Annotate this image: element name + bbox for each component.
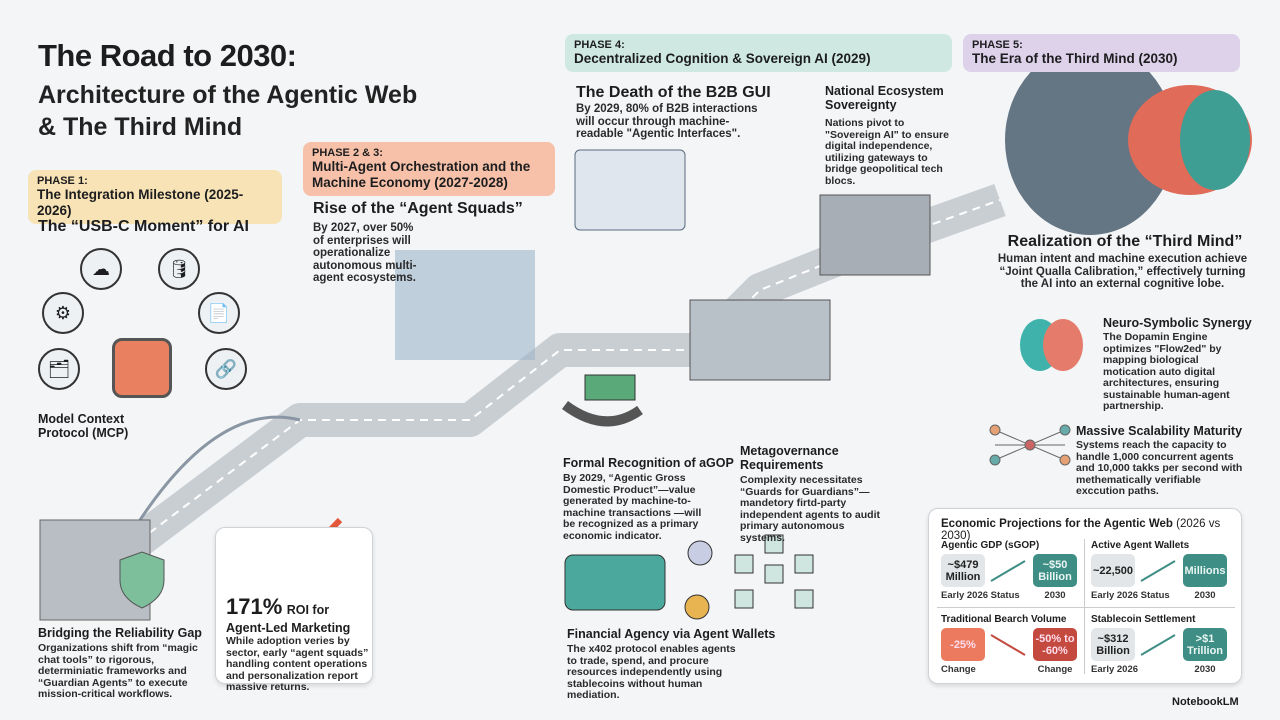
metric-to: ~$50 Billion: [1033, 554, 1077, 587]
metric-from: -25%: [941, 628, 985, 661]
phase1-tag: PHASE 1: The Integration Milestone (2025…: [28, 170, 282, 224]
metric-to: -50% to -60%: [1033, 628, 1077, 661]
metric-to-caption: 2030: [1194, 664, 1216, 675]
ethereum-icon: [687, 540, 713, 566]
wallet-icon: [564, 554, 666, 611]
sovereignty-body: Nations pivot to "Sovereign AI" to ensur…: [825, 117, 949, 187]
brain-right-icon: [1043, 319, 1083, 371]
metric-1: Active Agent Wallets ~22,500 Millions Ea…: [1091, 539, 1233, 603]
phase1-label: PHASE 1:: [37, 175, 88, 187]
third-mind-body: Human intent and machine execution achie…: [997, 253, 1248, 290]
metric-from: ~$312 Billion: [1091, 628, 1135, 661]
browser-window-icon: [574, 149, 686, 231]
metric-name: Stablecoin Settlement: [1091, 614, 1196, 625]
blockchain-icon: [734, 534, 814, 609]
mcp-chip-icon: [112, 338, 172, 398]
notebooklm-logo: NotebookLM: [1172, 696, 1239, 708]
metric-from: ~$479 Million: [941, 554, 985, 587]
wallets-heading: Financial Agency via Agent Wallets: [567, 627, 776, 641]
metric-name: Agentic GDP (sGOP): [941, 540, 1040, 551]
metric-0: Agentic GDP (sGOP) ~$479 Million ~$50 Bi…: [941, 539, 1083, 603]
money-icon: [584, 374, 636, 401]
econ-subtitle: (2026 vs 2030): [941, 518, 1221, 542]
agop-body: By 2029, “Agentic Gross Domestic Product…: [563, 472, 702, 542]
agop-heading: Formal Recognition of aGOP: [563, 456, 734, 470]
database-icon: 🛢: [158, 248, 200, 290]
phase4-tag: PHASE 4: Decentralized Cognition & Sover…: [565, 34, 952, 72]
economic-projections-card: Economic Projections for the Agentic Web…: [928, 508, 1242, 684]
phase5-title: The Era of the Third Mind (2030): [972, 51, 1178, 66]
phase4-title: Decentralized Cognition & Sovereign AI (…: [574, 51, 871, 66]
document-icon: 📄: [198, 292, 240, 334]
gear-icon: ⚙: [42, 292, 84, 334]
bitcoin-icon: [684, 594, 710, 620]
page-subtitle-line2: & The Third Mind: [38, 113, 243, 141]
metric-to-caption: 2030: [1194, 590, 1216, 601]
metric-to-caption: 2030: [1044, 590, 1066, 601]
head-silhouette-icon: [1005, 45, 1175, 235]
agent-squads-body: By 2027, over 50% of enterprises will op…: [313, 222, 417, 284]
roi-value: 171%: [226, 594, 283, 619]
castle-gateway-icon: [819, 194, 931, 276]
link-icon: 🔗: [205, 348, 247, 390]
metric-from-caption: Change: [941, 664, 976, 675]
sovereignty-heading: National Ecosystem Sovereignty: [825, 84, 944, 112]
metric-to-caption: Change: [1037, 664, 1073, 675]
metric-2: Traditional Bearch Volume -25% -50% to -…: [941, 613, 1083, 677]
phase23-title: Multi-Agent Orchestration and the Machin…: [312, 159, 531, 190]
neural-network-icon: [989, 424, 1071, 466]
phase23-tag: PHASE 2 & 3: Multi-Agent Orchestration a…: [303, 142, 555, 196]
trend-up-arrow-icon: [1140, 560, 1176, 582]
metric-from-caption: Early 2026 Status: [1091, 590, 1170, 601]
metric-3: Stablecoin Settlement ~$312 Billion >$1 …: [1091, 613, 1233, 677]
metric-name: Traditional Bearch Volume: [941, 614, 1067, 625]
roi-label-2: Agent-Led Marketing: [226, 621, 351, 635]
phase23-label: PHASE 2 & 3:: [312, 147, 383, 159]
trend-up-arrow-icon: [1140, 634, 1176, 656]
b2b-gui-body: By 2029, 80% of B2B interactions will oc…: [576, 103, 758, 140]
bridge-body: Organizations shift from “magic chat too…: [38, 642, 198, 700]
files-icon: 🗂: [38, 348, 80, 390]
page-subtitle-line1: Architecture of the Agentic Web: [38, 81, 418, 109]
metric-from: ~22,500: [1091, 554, 1135, 587]
neuro-heading: Neuro-Symbolic Synergy: [1103, 316, 1252, 330]
third-mind-heading: Realization of the “Third Mind”: [1007, 233, 1243, 250]
cloud-icon: ☁: [80, 248, 122, 290]
handshake-icon: [562, 400, 643, 427]
governance-building-icon: [689, 299, 831, 381]
econ-title: Economic Projections for the Agentic Web: [941, 518, 1173, 530]
phase5-tag: PHASE 5: The Era of the Third Mind (2030…: [963, 34, 1240, 72]
metric-name: Active Agent Wallets: [1091, 540, 1190, 551]
scalability-body: Systems reach the capacity to handle 1,0…: [1076, 439, 1243, 497]
page-title: The Road to 2030:: [38, 38, 297, 73]
b2b-gui-heading: The Death of the B2B GUI: [576, 84, 771, 101]
metagovernance-heading: Metagovernance Requirements: [740, 444, 839, 472]
metric-from-caption: Early 2026: [1091, 664, 1139, 675]
wallets-body: The x402 protocol enables agents to trad…: [567, 643, 736, 701]
metagovernance-body: Complexity necessitates “Guards for Guar…: [740, 474, 881, 544]
metric-from-caption: Early 2026 Status: [941, 590, 1020, 601]
usbc-heading: The “USB-C Moment” for AI: [38, 218, 249, 235]
city-icon: [395, 250, 535, 360]
mcp-label: Model Context Protocol (MCP): [38, 412, 129, 440]
metric-to: Millions: [1183, 554, 1227, 587]
roi-label: ROI for: [286, 603, 330, 617]
bridge-heading: Bridging the Reliability Gap: [38, 626, 202, 640]
roi-card: 171% ROI for Agent-Led Marketing While a…: [215, 527, 373, 693]
phase4-label: PHASE 4:: [574, 39, 625, 51]
agent-squads-heading: Rise of the “Agent Squads”: [313, 200, 523, 217]
metric-to: >$1 Trillion: [1183, 628, 1227, 661]
trend-up-arrow-icon: [990, 560, 1026, 582]
phase1-title: The Integration Milestone (2025-2026): [37, 187, 244, 218]
neuro-body: The Dopamin Engine optimizes "Flow2ed" b…: [1103, 331, 1230, 412]
roi-body: While adoption veries by sector, early “…: [226, 635, 369, 693]
shield-icon: [119, 551, 165, 609]
phase5-label: PHASE 5:: [972, 39, 1023, 51]
trend-down-arrow-icon: [990, 634, 1026, 656]
scalability-heading: Massive Scalability Maturity: [1076, 424, 1243, 438]
